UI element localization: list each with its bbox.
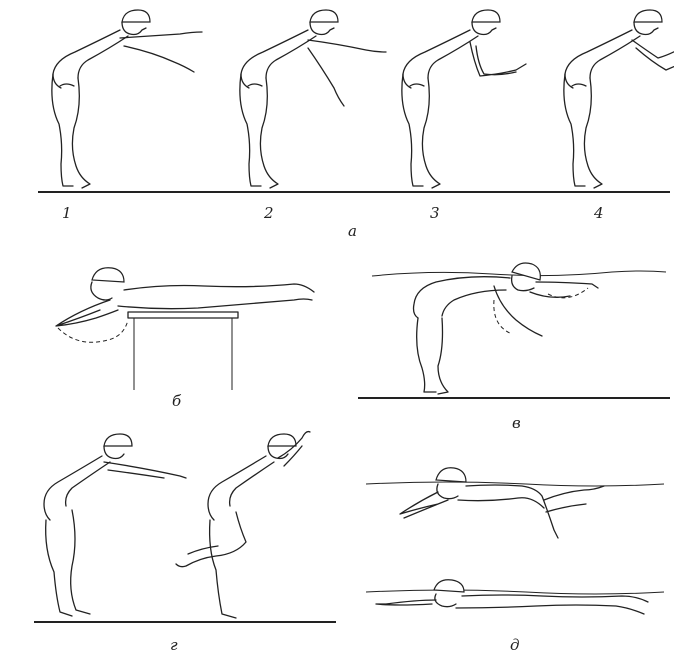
bench-top [128, 312, 238, 318]
group-b-figure: б [56, 268, 314, 410]
group-g-figures: г [34, 432, 336, 652]
label-pose-2: 2 [263, 204, 274, 222]
figure-1 [52, 10, 202, 188]
label-group-d: д [510, 636, 520, 652]
label-group-a: а [348, 222, 357, 240]
label-group-v: в [512, 414, 521, 432]
figure-g-left [44, 434, 186, 616]
label-group-g: г [170, 636, 178, 652]
group-a-figures: 1 2 3 4 а [38, 10, 674, 240]
group-v-figure: в [358, 263, 670, 432]
label-group-b: б [172, 392, 182, 410]
label-pose-4: 4 [593, 204, 604, 222]
figure-4 [564, 10, 674, 188]
swimmer-d-upper [366, 468, 664, 538]
figure-g-right [176, 432, 310, 618]
label-pose-3: 3 [430, 204, 440, 222]
group-d-figures: д [366, 468, 664, 652]
figure-2 [240, 10, 386, 188]
swimmer-d-lower [366, 580, 664, 614]
label-pose-1: 1 [62, 204, 72, 222]
figure-3 [402, 10, 526, 188]
